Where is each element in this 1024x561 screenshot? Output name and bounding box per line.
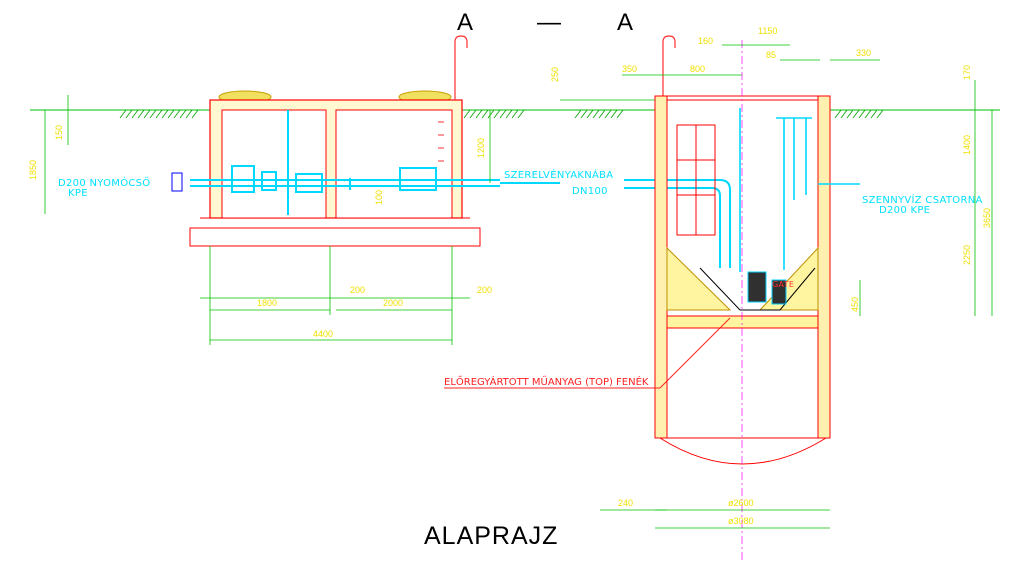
label-sewer-2: D200 KPE — [879, 205, 930, 216]
section-title-dash: — — [537, 9, 561, 36]
dim-85: 85 — [766, 50, 776, 60]
section-title-right: A — [617, 9, 633, 36]
pressure-pipe — [500, 179, 731, 268]
dim-1400: 1400 — [962, 135, 972, 155]
dim-350: 350 — [622, 64, 637, 74]
dim-2250: 2250 — [962, 245, 972, 265]
dim-330: 330 — [856, 48, 871, 58]
dim-160: 160 — [698, 36, 713, 46]
dim-1800: 1800 — [257, 298, 277, 308]
dim-150: 150 — [54, 125, 64, 140]
dim-1850: 1850 — [28, 160, 38, 180]
dim-100: 100 — [374, 190, 384, 205]
dimension-lines — [44, 44, 993, 529]
dim-800: 800 — [690, 64, 705, 74]
dim-1200: 1200 — [476, 138, 486, 158]
label-pressure-pipe-1: D200 NYOMÓCSŐ — [58, 175, 150, 189]
dim-2600: ø2600 — [728, 498, 754, 508]
dim-250: 250 — [550, 67, 560, 82]
dim-3650: 3650 — [982, 208, 992, 228]
dim-1150: 1150 — [758, 26, 777, 36]
dim-2000: 2000 — [383, 298, 403, 308]
label-dn100: DN100 — [572, 186, 608, 197]
valve-chamber — [171, 35, 500, 247]
label-sewer-1: SZENNYVÍZ CSATORNA — [862, 193, 983, 206]
pump-shaft — [654, 35, 860, 560]
dim-240: 240 — [618, 498, 633, 508]
label-to-valve-chamber: SZERELVÉNYAKNÁBA — [504, 168, 613, 181]
plan-title: ALAPRAJZ — [424, 522, 558, 550]
label-bottom-part: ELŐREGYÁRTOTT MŰANYAG (TOP) FENÉK — [444, 374, 649, 388]
dim-200b: 200 — [477, 285, 492, 295]
label-gate: GATE — [772, 280, 794, 289]
dim-3080: ø3080 — [728, 516, 754, 526]
label-pressure-pipe-2: KPE — [68, 188, 88, 199]
dim-4400: 4400 — [313, 329, 333, 339]
ground-line — [30, 99, 1000, 119]
dim-200a: 200 — [350, 285, 365, 295]
dim-450: 450 — [850, 297, 860, 312]
section-title-left: A — [457, 9, 473, 36]
dim-170: 170 — [962, 65, 972, 80]
